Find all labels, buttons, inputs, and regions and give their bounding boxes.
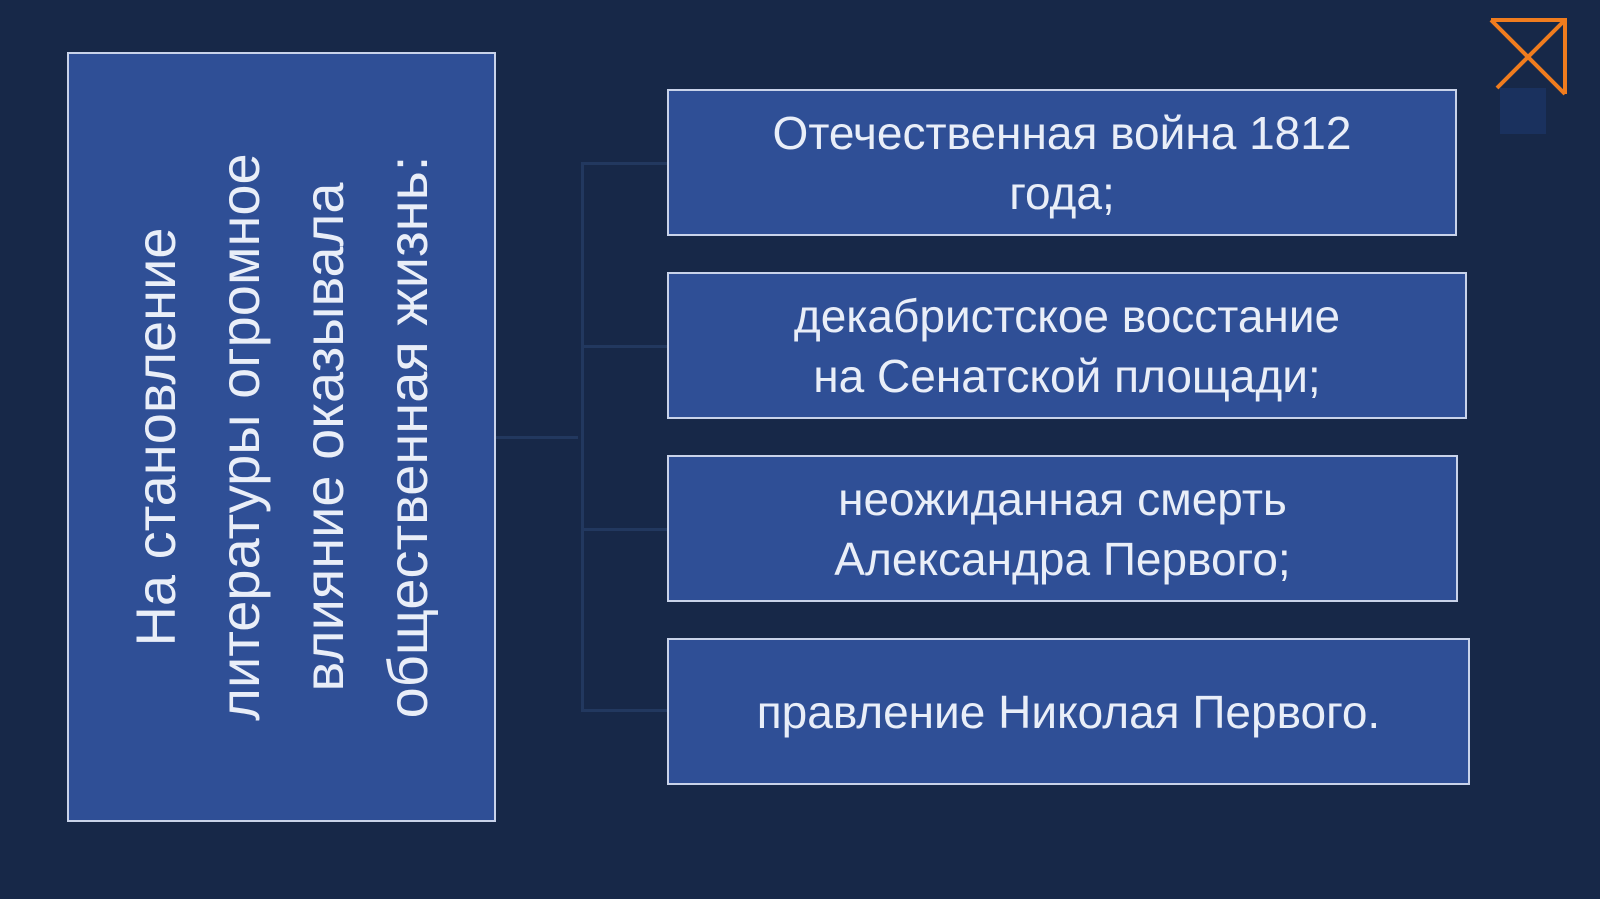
connector-branch-3 — [581, 528, 667, 531]
connector-trunk-horizontal — [496, 436, 578, 439]
item-box-2: декабристское восстание на Сенатской пло… — [667, 272, 1467, 419]
connector-vertical-spine — [581, 162, 584, 712]
main-statement-box: На становление литературы огромное влиян… — [67, 52, 496, 822]
connector-branch-4 — [581, 709, 667, 712]
main-statement-text: На становление литературы огромное влиян… — [123, 153, 439, 721]
corner-decoration-square — [1500, 88, 1546, 134]
connector-branch-2 — [581, 345, 667, 348]
item-box-3: неожиданная смерть Александра Первого; — [667, 455, 1458, 602]
item-box-4: правление Николая Первого. — [667, 638, 1470, 785]
item-box-1: Отечественная война 1812 года; — [667, 89, 1457, 236]
connector-branch-1 — [581, 162, 667, 165]
envelope-cross-icon — [1489, 18, 1567, 96]
